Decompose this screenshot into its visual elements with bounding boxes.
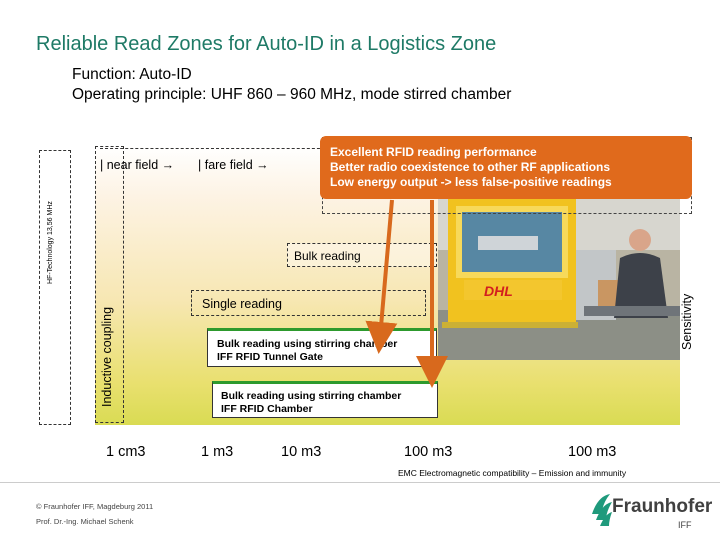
axis-label-5: 100 m3 xyxy=(568,444,617,460)
axis-label-1: 1 cm3 xyxy=(106,444,146,460)
axis-label-3: 10 m3 xyxy=(281,444,322,460)
fare-field-label: | fare field → xyxy=(198,158,269,172)
axis-label-2: 1 m3 xyxy=(201,444,234,460)
inductive-coupling-box xyxy=(95,146,124,423)
tunnel-gate-line2: IFF RFID Tunnel Gate xyxy=(217,351,323,363)
arrow-to-tunnel-gate xyxy=(365,199,398,354)
logo-sub-label: IFF xyxy=(678,520,692,530)
rfid-chamber-line2: IFF RFID Chamber xyxy=(221,403,313,415)
arrow-right-icon: → xyxy=(161,158,175,172)
axis-label-4: 100 m3 xyxy=(404,444,453,460)
tunnel-gate-box: Bulk reading using stirring chamber IFF … xyxy=(207,328,437,367)
function-line: Function: Auto-ID xyxy=(72,66,192,83)
copyright-text: © Fraunhofer IFF, Magdeburg 2011 xyxy=(36,502,154,511)
single-reading-zone: Single reading xyxy=(191,290,426,316)
footer-divider xyxy=(0,482,720,483)
emc-note: EMC Electromagnetic compatibility – Emis… xyxy=(398,468,627,478)
field-divider-line xyxy=(100,148,330,149)
callout-line-2: Better radio coexistence to other RF app… xyxy=(330,160,611,174)
tunnel-gate-line1: Bulk reading using stirring chamber xyxy=(217,338,398,350)
logo-wordmark: Fraunhofer xyxy=(612,496,713,517)
bulk-reading-zone: Bulk reading xyxy=(287,243,437,267)
fraunhofer-logo-icon xyxy=(592,494,612,526)
hf-technology-box xyxy=(39,150,71,425)
page-title: Reliable Read Zones for Auto-ID in a Log… xyxy=(36,33,497,55)
arrow-right-icon: → xyxy=(256,158,269,172)
svg-text:DHL: DHL xyxy=(484,283,513,299)
rfid-chamber-line1: Bulk reading using stirring chamber xyxy=(221,390,402,402)
near-field-label: | near field → xyxy=(100,158,175,172)
principle-line: Operating principle: UHF 860 – 960 MHz, … xyxy=(72,86,512,103)
rfid-chamber-box: Bulk reading using stirring chamber IFF … xyxy=(212,381,438,418)
callout-line-3: Low energy output -> less false-positive… xyxy=(330,175,612,189)
performance-callout: Excellent RFID reading performance Bette… xyxy=(320,136,692,199)
callout-line-1: Excellent RFID reading performance xyxy=(330,145,537,159)
author-text: Prof. Dr.-Ing. Michael Schenk xyxy=(36,517,134,526)
rfid-tunnel-photo: DHL xyxy=(438,190,680,360)
